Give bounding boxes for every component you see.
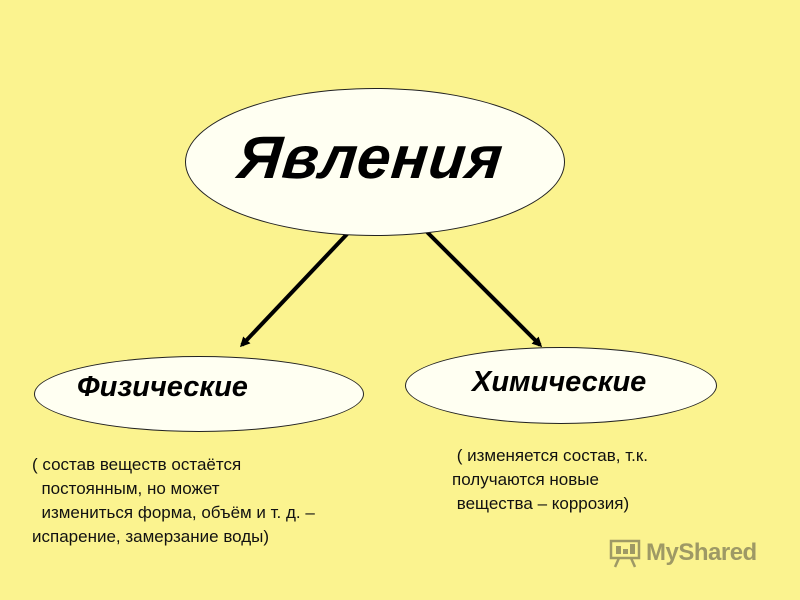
arrow-to-chemical: [425, 230, 543, 348]
watermark-logo: MyShared: [608, 538, 757, 568]
chemical-description: ( изменяется состав, т.к. получаются нов…: [452, 446, 649, 513]
root-label: Явления: [234, 124, 507, 191]
physical-description: ( состав веществ остаётся постоянным, но…: [32, 455, 315, 546]
presentation-board-icon: [609, 539, 641, 568]
chemical-label: Химические: [472, 366, 647, 398]
watermark-text: MyShared: [646, 539, 757, 566]
physical-node: Физические: [34, 356, 364, 432]
physical-label: Физические: [77, 371, 248, 403]
chemical-node: Химические: [405, 347, 717, 424]
arrow-to-physical: [239, 230, 351, 348]
root-node: Явления: [185, 88, 565, 236]
